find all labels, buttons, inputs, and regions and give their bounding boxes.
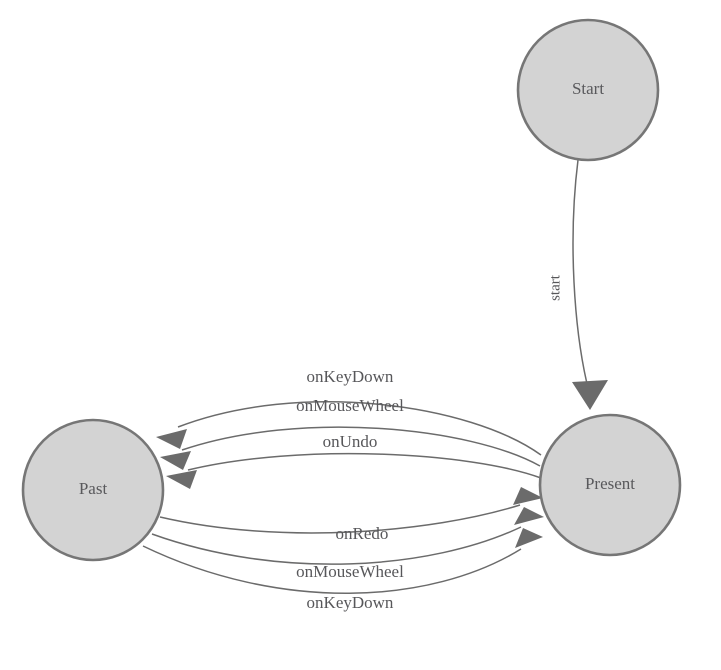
edge-present-to-past-onundo[interactable]: onUndo: [166, 432, 542, 489]
arrowhead-present-to-past-onkeydown: [156, 429, 187, 449]
edge-label-present-to-past-onundo: onUndo: [323, 432, 378, 451]
edge-present-to-past-onkeydown-path: [177, 401, 542, 456]
edge-label-present-to-past-onkeydown: onKeyDown: [307, 367, 394, 386]
arrowhead-past-to-present-onkeydown: [515, 528, 543, 548]
edge-past-to-present-onmousewheel-path: [151, 526, 522, 565]
node-present-circle: [538, 413, 682, 557]
arrowhead-present-to-past-onmousewheel: [160, 451, 191, 470]
node-start-circle: [516, 18, 660, 162]
edge-start-to-present-path: [572, 159, 589, 389]
node-start-label: Start: [572, 79, 604, 98]
edge-label-start: start: [547, 274, 563, 301]
node-start[interactable]: Start: [516, 18, 660, 162]
node-past-label: Past: [79, 479, 108, 498]
edge-label-past-to-present-onkeydown: onKeyDown: [307, 593, 394, 612]
edge-label-past-to-present-onmousewheel: onMouseWheel: [296, 562, 404, 581]
edge-past-to-present-onkeydown[interactable]: onKeyDown: [142, 528, 543, 612]
arrowhead-present-to-past-onundo: [166, 470, 197, 489]
arrowhead-past-to-present-onredo: [513, 487, 543, 505]
edge-present-to-past-onundo-path: [187, 452, 542, 479]
arrowhead-start-to-present: [572, 380, 608, 410]
edge-present-to-past-onmousewheel[interactable]: onMouseWheel: [160, 396, 541, 470]
edge-start-to-present[interactable]: start: [547, 159, 608, 410]
edge-present-to-past-onkeydown[interactable]: onKeyDown: [156, 367, 542, 456]
edge-past-to-present-onmousewheel[interactable]: onMouseWheel: [151, 507, 544, 581]
edge-present-to-past-onmousewheel-path: [181, 426, 541, 467]
edge-label-present-to-past-onmousewheel: onMouseWheel: [296, 396, 404, 415]
node-past-circle: [21, 418, 165, 562]
node-present[interactable]: Present: [538, 413, 682, 557]
node-present-label: Present: [585, 474, 635, 493]
node-past[interactable]: Past: [21, 418, 165, 562]
arrowhead-past-to-present-onmousewheel: [514, 507, 544, 525]
edge-past-to-present-onkeydown-path: [142, 545, 522, 594]
edge-past-to-present-onredo[interactable]: onRedo: [159, 487, 543, 543]
edge-past-to-present-onredo-path: [159, 504, 521, 534]
edge-label-past-to-present-onredo: onRedo: [336, 524, 389, 543]
